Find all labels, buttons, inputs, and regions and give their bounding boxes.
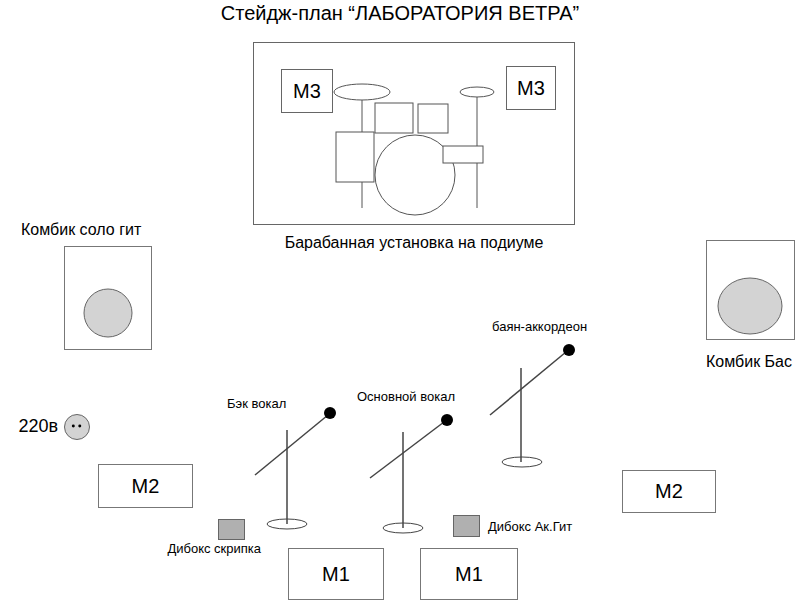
monitor-box: M3 [281, 69, 333, 113]
mic-label: баян-аккордеон [492, 320, 587, 335]
monitor-box: M1 [288, 548, 384, 600]
mic-label: Бэк вокал [227, 397, 286, 412]
speaker-cone [84, 289, 132, 337]
node-label: Дибокс скрипка [167, 542, 261, 557]
mic-label: Основной вокал [357, 390, 455, 405]
node-label: M2 [655, 480, 683, 503]
monitor-box: M3 [506, 66, 556, 110]
node-label: M3 [517, 77, 545, 100]
node-label: Дибокс Ак.Гит [488, 520, 572, 535]
node-label: Барабанная установка на подиуме [254, 234, 574, 252]
monitor-box: M2 [98, 464, 193, 508]
di-box: Дибокс скрипка [218, 519, 245, 540]
mic-heads [324, 344, 575, 426]
node-label: M3 [293, 80, 321, 103]
mic-stands [255, 352, 566, 533]
guitar-amp: Комбик соло гит [64, 246, 152, 350]
node-label: 220в [18, 416, 58, 437]
node-label: Комбик соло гит [21, 221, 141, 239]
socket-pins [65, 415, 89, 439]
di-box: Дибокс Ак.Гит [453, 515, 480, 537]
monitor-box: M2 [622, 470, 716, 513]
power-socket: 220в [64, 414, 90, 440]
node-label: M2 [132, 475, 160, 498]
speaker-cone [718, 278, 782, 334]
drum-kit [334, 84, 494, 215]
bass-amp: Комбик Бас [706, 240, 795, 340]
node-label: Комбик Бас [706, 353, 792, 371]
node-label: M1 [322, 563, 350, 586]
monitor-box: M1 [420, 548, 518, 600]
drum-riser: Барабанная установка на подиумеM3M3 [253, 42, 575, 225]
plan-title: Стейдж-план “ЛАБОРАТОРИЯ ВЕТРА” [0, 2, 800, 25]
node-label: M1 [455, 563, 483, 586]
